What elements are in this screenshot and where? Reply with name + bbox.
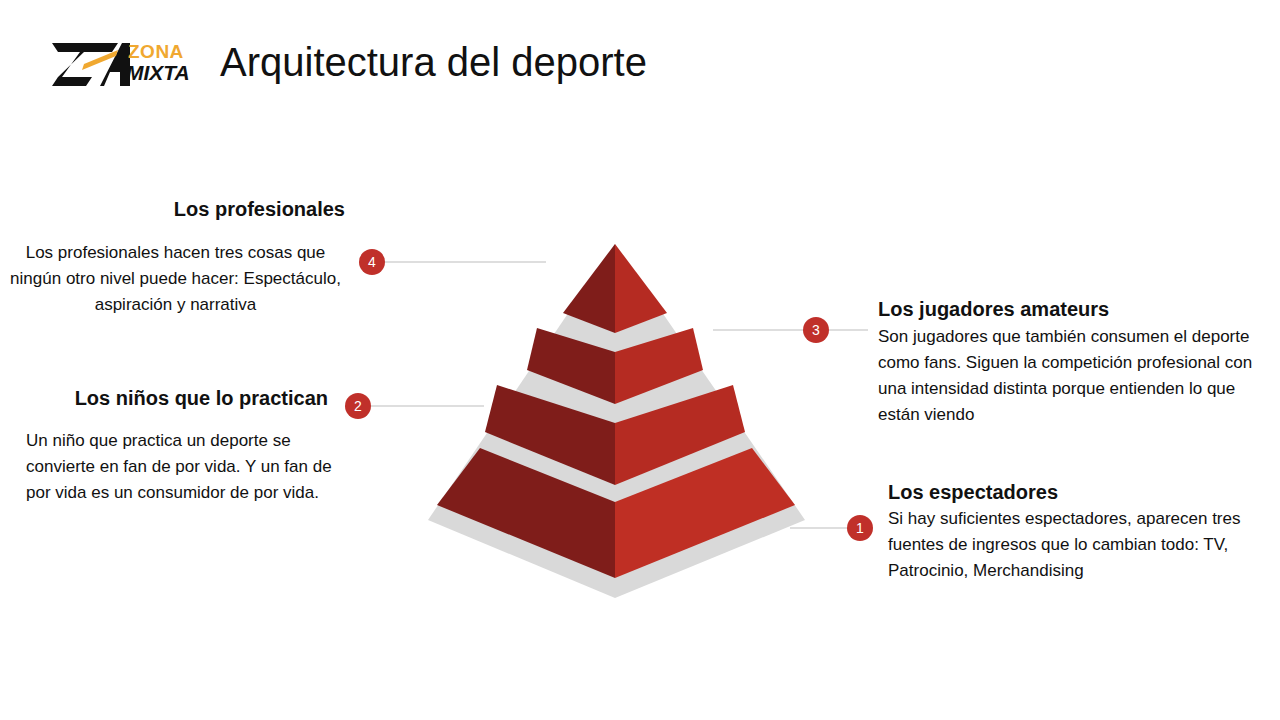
callout-number: 4 bbox=[359, 249, 385, 275]
pyramid-bands bbox=[437, 244, 795, 578]
band-left bbox=[437, 448, 615, 578]
leader-lines bbox=[371, 262, 868, 528]
band-left bbox=[563, 244, 615, 333]
slide-title: Arquitectura del deporte bbox=[220, 40, 647, 85]
logo-text: MIXTA bbox=[126, 61, 190, 85]
callout-number: 2 bbox=[345, 393, 371, 419]
callout-circle: 4Los profesionalesLos profesionales hace… bbox=[359, 249, 385, 275]
callout-body: Si hay suficientes espectadores, aparece… bbox=[888, 506, 1274, 584]
logo-z bbox=[52, 43, 118, 86]
logo-mark bbox=[52, 43, 130, 86]
callout-circle: 3Los jugadores amateursSon jugadores que… bbox=[803, 317, 829, 343]
band-left bbox=[527, 328, 615, 404]
logo-a bbox=[100, 43, 130, 86]
callout-heading: Los espectadores bbox=[888, 479, 1058, 505]
leader-line bbox=[371, 406, 484, 407]
callout-number: 3 bbox=[803, 317, 829, 343]
band-right bbox=[615, 448, 795, 578]
callout-body: Son jugadores que también consumen el de… bbox=[878, 324, 1274, 428]
leader-line bbox=[385, 262, 546, 263]
band-right bbox=[615, 244, 667, 333]
pyramid-shadow bbox=[428, 244, 805, 598]
band-right bbox=[615, 328, 703, 404]
leader-line bbox=[829, 330, 868, 331]
logo-text: ZONA bbox=[128, 41, 184, 63]
callout-heading: Los niños que lo practican bbox=[75, 385, 328, 411]
logo-stripe bbox=[82, 50, 118, 70]
callout-circle: 1Los espectadoresSi hay suficientes espe… bbox=[847, 515, 873, 541]
callout-heading: Los jugadores amateurs bbox=[878, 296, 1109, 322]
leader-line bbox=[790, 528, 847, 529]
callout-body: Los profesionales hacen tres cosas que n… bbox=[3, 240, 348, 318]
leader-line bbox=[713, 330, 803, 331]
callout-number: 1 bbox=[847, 515, 873, 541]
callout-heading: Los profesionales bbox=[174, 196, 345, 222]
callout-body: Un niño que practica un deporte se convi… bbox=[26, 428, 344, 506]
callout-circle: 2Los niños que lo practicanUn niño que p… bbox=[345, 393, 371, 419]
